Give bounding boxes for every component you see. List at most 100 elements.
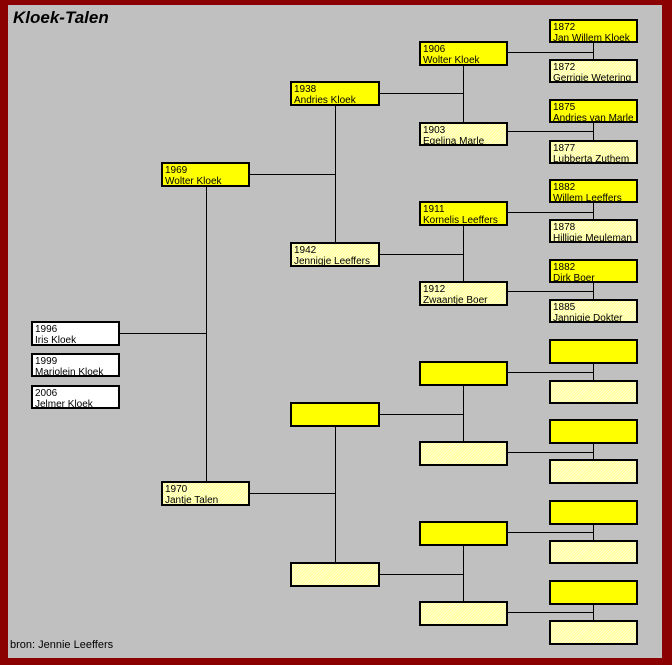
connector-line [508, 532, 593, 533]
connector-line [463, 386, 464, 441]
person-name: Jelmer Kloek [35, 399, 93, 409]
person-year: 1969 [165, 165, 188, 176]
person-box-empty [549, 620, 638, 645]
connector-line [508, 612, 593, 613]
person-box-empty [549, 580, 638, 605]
person-name: Zwaantje Boer [423, 295, 488, 306]
connector-line [250, 174, 335, 175]
person-name: Dirk Boer [553, 273, 595, 283]
connector-line [508, 131, 593, 132]
person-name: Willem Leeffers [553, 193, 622, 203]
connector-line [593, 43, 594, 59]
connector-line [120, 333, 206, 334]
person-name: Andries Kloek [294, 95, 356, 106]
person-name: Jantje Talen [165, 495, 219, 506]
connector-line [593, 525, 594, 540]
connector-line [508, 291, 593, 292]
person-year: 1996 [35, 324, 58, 335]
person-name: Jan Willem Kloek [553, 33, 630, 43]
connector-line [593, 283, 594, 299]
connector-line [335, 427, 336, 562]
connector-line [593, 605, 594, 620]
connector-line [206, 187, 207, 481]
person-box-empty [290, 562, 380, 587]
connector-line [593, 203, 594, 219]
person-box-empty [549, 380, 638, 404]
person-name: Egelina Marle [423, 136, 485, 146]
person-name: Wolter Kloek [423, 55, 480, 66]
person-box-empty [419, 361, 508, 386]
person-box-empty [290, 402, 380, 427]
person-year: 1872 [553, 62, 576, 73]
person-year: 1872 [553, 22, 576, 33]
person-box-empty [549, 540, 638, 564]
person-year: 1912 [423, 284, 446, 295]
frame-border-left [0, 0, 8, 665]
connector-line [380, 93, 463, 94]
person-name: Andries van Marle [553, 113, 634, 123]
connector-line [593, 123, 594, 140]
person-name: Iris Kloek [35, 335, 77, 346]
connector-line [593, 364, 594, 380]
person-year: 1885 [553, 302, 576, 313]
person-year: 1999 [35, 356, 58, 367]
connector-line [463, 546, 464, 601]
person-box-empty [419, 441, 508, 466]
person-year: 1882 [553, 262, 576, 273]
person-name: Marjolein Kloek [35, 367, 104, 377]
person-name: Jennigje Leeffers [294, 256, 370, 267]
person-year: 1911 [423, 204, 445, 215]
person-box-empty [419, 601, 508, 626]
person-year: 1875 [553, 102, 576, 113]
connector-line [250, 493, 335, 494]
person-year: 1878 [553, 222, 576, 233]
person-year: 1877 [553, 143, 576, 154]
connector-line [593, 444, 594, 459]
person-box-empty [549, 419, 638, 444]
connector-line [335, 106, 336, 242]
frame-border-top [0, 0, 672, 5]
person-year: 1970 [165, 484, 188, 495]
connector-line [380, 574, 463, 575]
connector-line [463, 66, 464, 122]
connector-line [508, 372, 593, 373]
person-name: Lubberta Zuthem [553, 154, 630, 164]
person-year: 1938 [294, 84, 317, 95]
person-box-empty [549, 339, 638, 364]
person-name: Gerrigje Wetering [553, 73, 632, 83]
chart-title: Kloek-Talen [13, 8, 109, 27]
connector-line [380, 254, 463, 255]
person-name: Hilligje Meuleman [553, 233, 632, 243]
person-box-empty [549, 500, 638, 525]
source-credit: bron: Jennie Leeffers [10, 639, 114, 651]
connector-line [508, 52, 593, 53]
person-year: 1906 [423, 44, 446, 55]
connector-line [508, 452, 593, 453]
person-name: Kornelis Leeffers [423, 215, 498, 226]
person-year: 1882 [553, 182, 576, 193]
person-box-empty [549, 459, 638, 484]
connector-line [380, 414, 463, 415]
frame-border-right [662, 0, 672, 665]
connector-line [508, 212, 593, 213]
